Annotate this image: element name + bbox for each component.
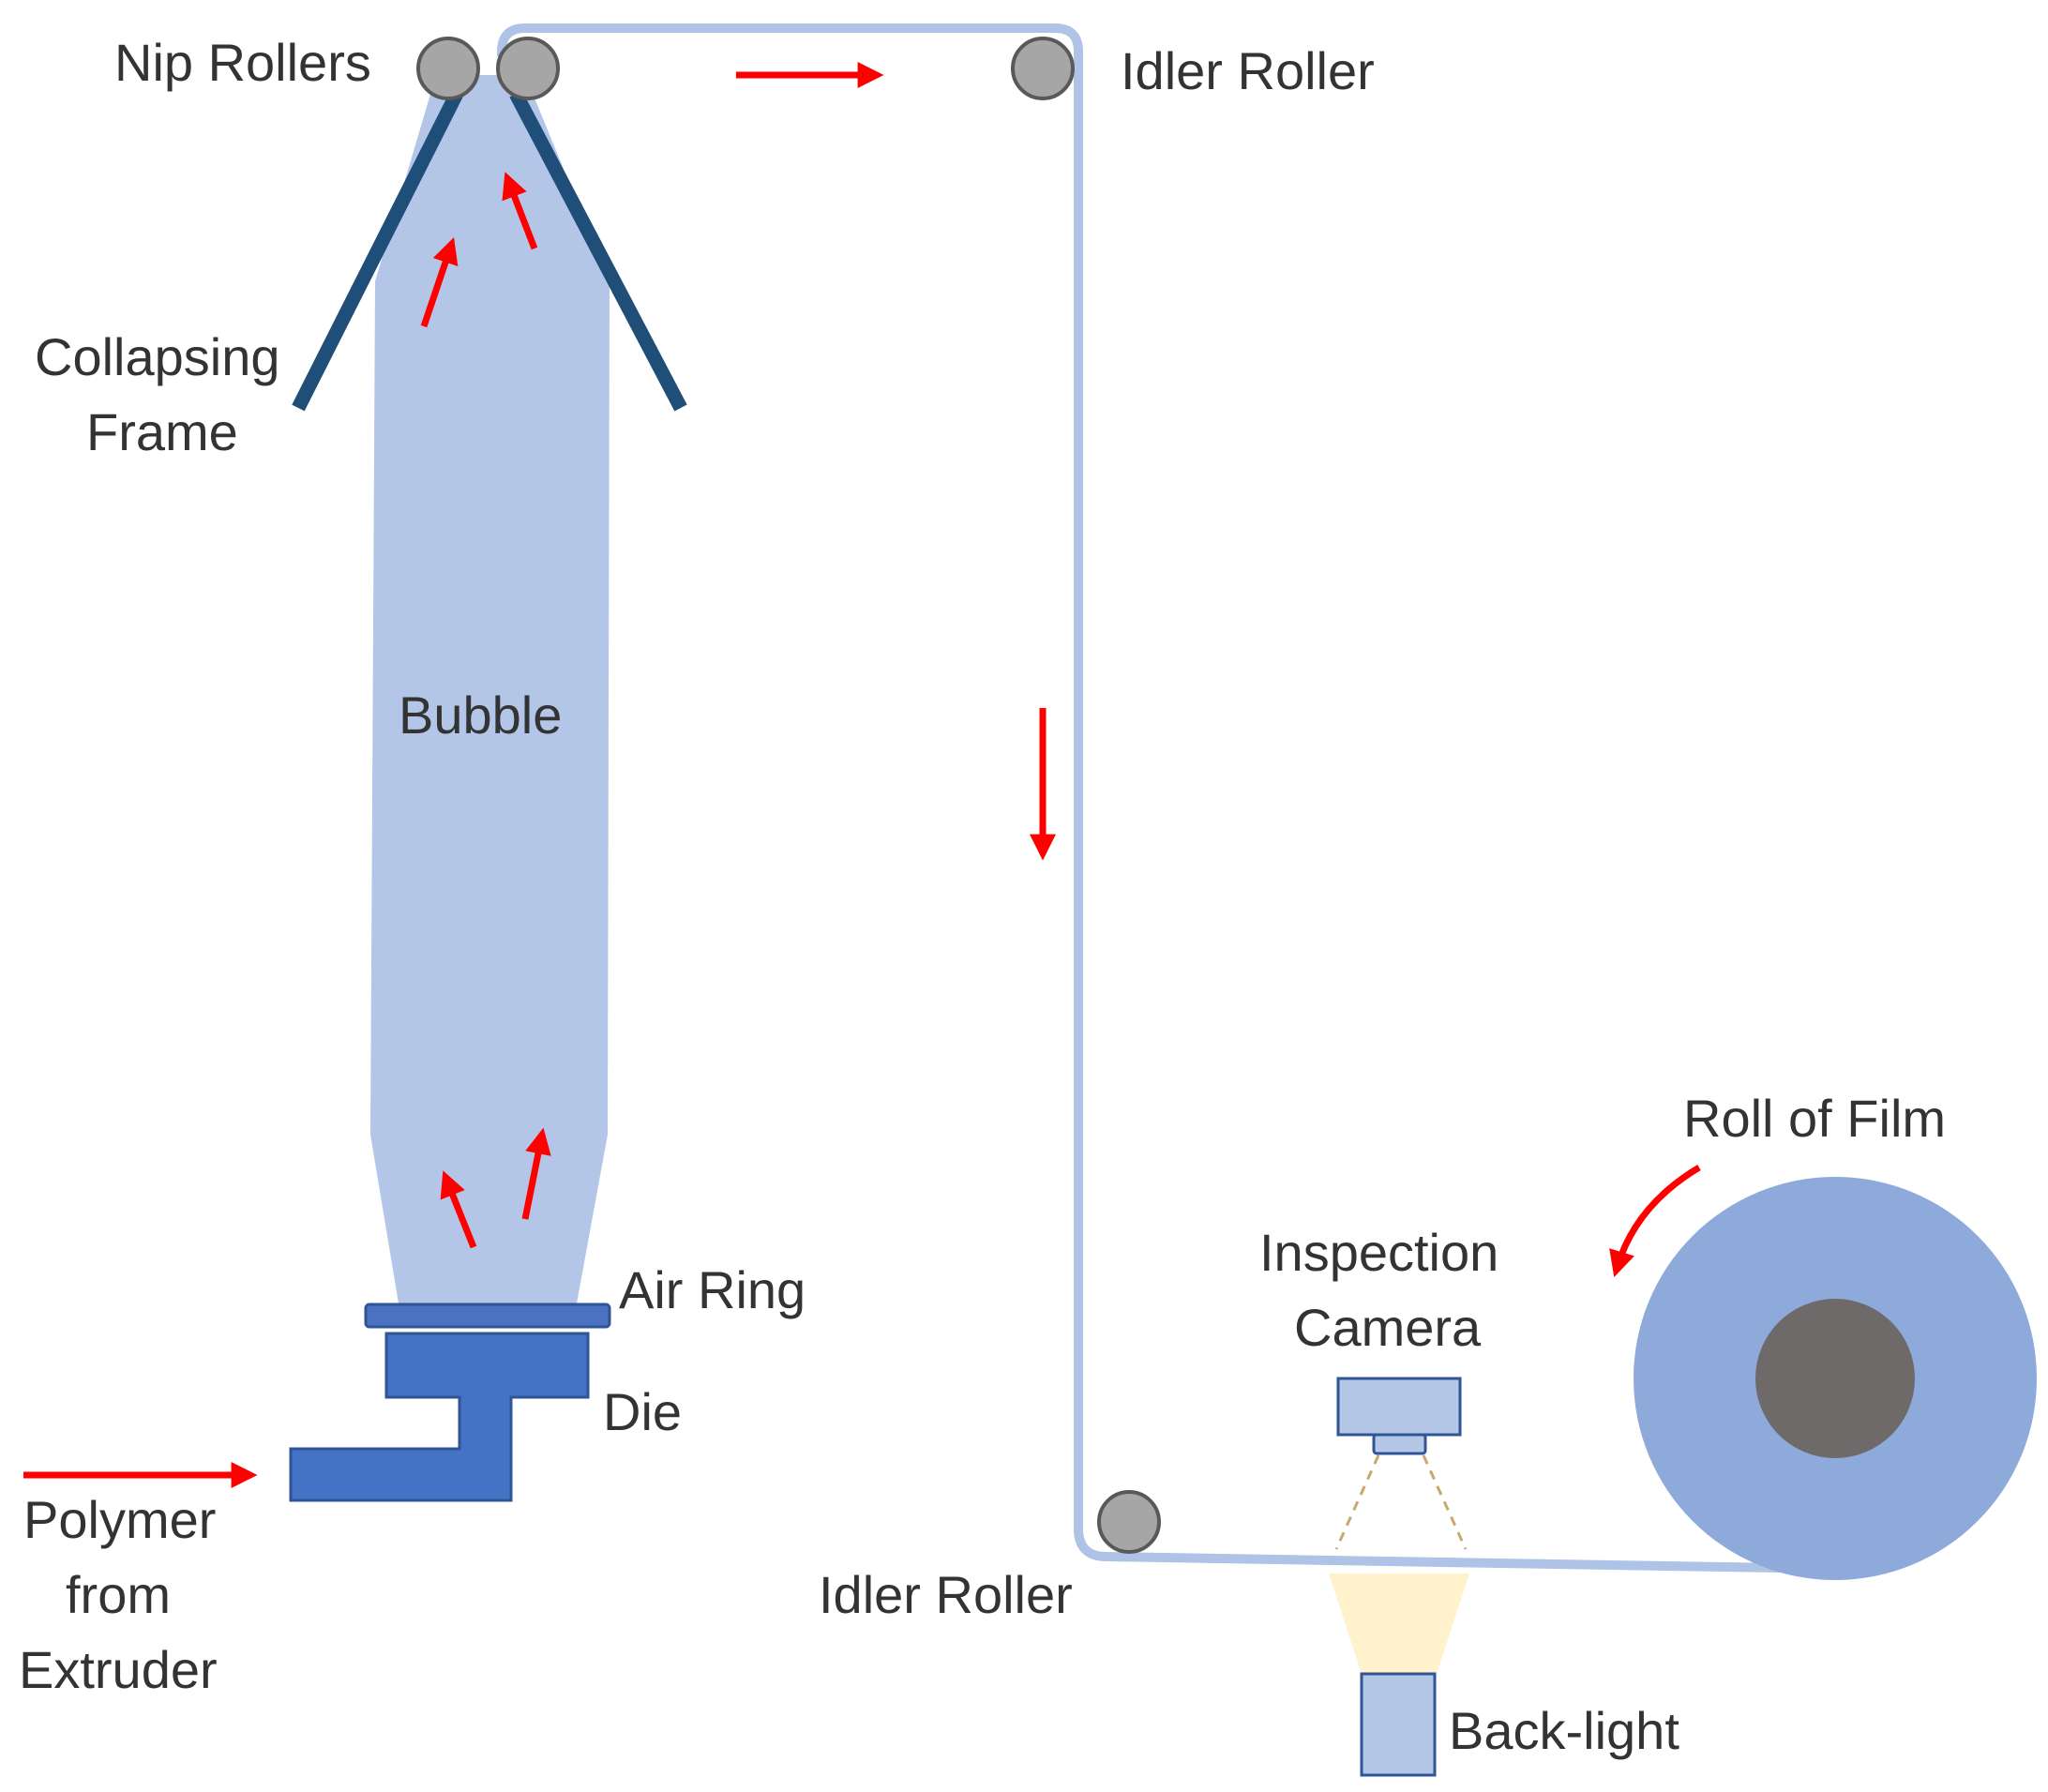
label-collapsing-frame-2: Frame [86,402,238,461]
nip-roller-right [496,37,560,100]
camera-view-right [1422,1454,1468,1550]
label-polymer-2: from [66,1565,171,1624]
bubble-shape [370,75,610,1303]
collapsing-frame-right [509,90,687,412]
camera-lens [1372,1433,1427,1455]
label-die: Die [603,1382,682,1441]
die [289,1332,590,1502]
film-path [497,23,1783,1573]
camera-body [1336,1377,1462,1437]
label-nip-rollers: Nip Rollers [114,33,371,92]
label-polymer-3: Extruder [19,1640,218,1699]
arrow-bubble-up-1 [440,1170,477,1249]
label-air-ring: Air Ring [619,1260,806,1319]
nip-roller-left [416,37,480,100]
back-light [1360,1672,1437,1777]
arrow-roll-rotation [1609,1164,1701,1278]
collapsing-frame-left [292,90,463,412]
camera-view-left [1334,1454,1380,1550]
arrow-collapse-up-1 [420,237,459,328]
label-collapsing-frame-1: Collapsing [35,327,280,386]
idler-roller-top [1011,37,1075,100]
arrow-bubble-up-2 [521,1127,551,1220]
label-roll-of-film: Roll of Film [1683,1089,1946,1148]
label-polymer-1: Polymer [23,1490,216,1549]
roll-core [1755,1299,1915,1458]
label-inspection-camera-2: Camera [1294,1298,1482,1357]
label-back-light: Back-light [1449,1701,1679,1760]
label-idler-roller-top: Idler Roller [1121,41,1375,100]
light-cone [1329,1574,1469,1674]
arrow-collapse-up-2 [502,172,538,250]
idler-roller-bottom [1097,1490,1161,1554]
label-idler-roller-bottom: Idler Roller [819,1565,1073,1624]
label-bubble: Bubble [399,685,562,745]
label-inspection-camera-1: Inspection [1259,1223,1498,1282]
air-ring [364,1303,611,1329]
